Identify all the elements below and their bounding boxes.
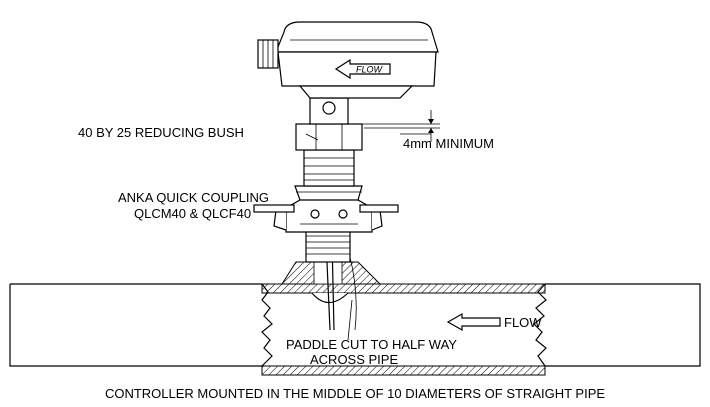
coupling-cam-right <box>359 204 399 213</box>
threaded-stem <box>305 229 351 263</box>
bush-leader <box>305 133 319 141</box>
paddle-label-line1: PADDLE CUT TO HALF WAY <box>286 337 457 352</box>
paddle-label-line2: ACROSS PIPE <box>310 352 398 367</box>
quick-coupling <box>253 185 399 233</box>
gap-dimension <box>362 110 440 142</box>
housing-flow-arrow-icon <box>334 58 391 80</box>
pipe-flow-arrow-icon <box>446 312 501 332</box>
housing-flow-label: FLOW <box>356 65 384 75</box>
coupling-cam-left <box>253 204 295 213</box>
coupling-label-line2: QLCM40 & QLCF40 <box>134 206 251 221</box>
cable-gland <box>257 39 279 69</box>
pipe-flow-label: FLOW <box>504 315 542 330</box>
controller-housing: FLOW <box>257 21 439 99</box>
caption: CONTROLLER MOUNTED IN THE MIDDLE OF 10 D… <box>105 386 605 401</box>
minimum-gap-label: 4mm MINIMUM <box>403 136 494 151</box>
coupling-label-line1: ANKA QUICK COUPLING <box>118 190 269 205</box>
paddle-leader <box>347 299 353 341</box>
pipe-break-left <box>261 283 273 367</box>
reducing-bush <box>295 97 363 187</box>
reducing-bush-label: 40 BY 25 REDUCING BUSH <box>78 125 244 140</box>
pipe-break-right <box>533 283 547 367</box>
